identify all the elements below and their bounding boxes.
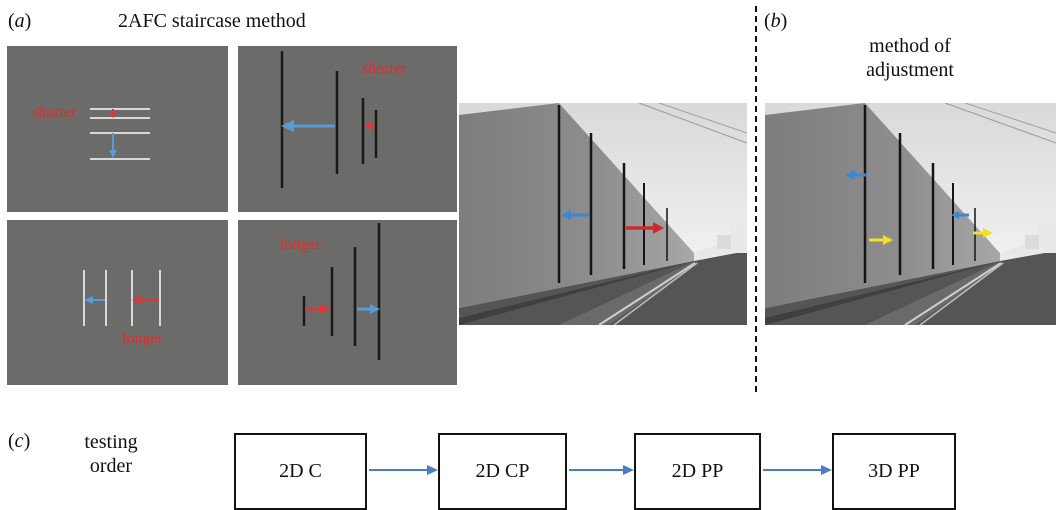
panel-letter: b bbox=[770, 10, 781, 32]
panel-b-label: (b) bbox=[764, 10, 787, 33]
stimulus-vertical-longer: longer bbox=[238, 220, 457, 385]
caption-line: order bbox=[89, 455, 133, 477]
paren-close: ) bbox=[23, 430, 31, 452]
stimulus-h-shapes: longer bbox=[7, 220, 228, 385]
caption-line: testing bbox=[84, 431, 138, 453]
panel-letter: a bbox=[14, 10, 25, 32]
stimulus-word: shorter bbox=[362, 60, 407, 77]
stimulus-word: shorter bbox=[32, 104, 77, 121]
stimulus-horizontal-lines: shorter bbox=[7, 46, 228, 212]
vertical-shorter-drawing bbox=[280, 51, 378, 188]
flow-arrow bbox=[763, 465, 832, 475]
flow-step-2d-pp: 2D PP bbox=[634, 433, 761, 510]
paren-close: ) bbox=[24, 10, 32, 32]
paren-close: ) bbox=[780, 10, 788, 32]
title-line: method of bbox=[869, 35, 951, 57]
wall-photo-staircase bbox=[459, 103, 747, 325]
paren-open: ( bbox=[764, 10, 771, 32]
wall-scene-drawing bbox=[459, 103, 747, 325]
title-line: adjustment bbox=[866, 59, 954, 81]
flow-step-3d-pp: 3D PP bbox=[832, 433, 956, 510]
stimulus-word: longer bbox=[280, 236, 321, 253]
panel-c-label: (c) bbox=[8, 430, 30, 453]
h-shapes-drawing bbox=[83, 270, 161, 326]
panel-a-label: (a) bbox=[8, 10, 31, 33]
stimulus-word: longer bbox=[122, 330, 163, 347]
testing-order-caption: testing order bbox=[66, 430, 156, 478]
paren-open: ( bbox=[8, 430, 15, 452]
flow-step-2d-c: 2D C bbox=[234, 433, 367, 510]
panel-divider bbox=[755, 6, 757, 392]
panel-a-title: 2AFC staircase method bbox=[118, 10, 306, 32]
horizontal-lines-drawing bbox=[90, 108, 150, 160]
wall-photo-adjustment bbox=[765, 103, 1056, 325]
flow-arrow bbox=[569, 465, 634, 475]
wall-scene-drawing bbox=[765, 103, 1056, 325]
panel-b-title: method of adjustment bbox=[840, 34, 980, 82]
flow-arrow bbox=[369, 465, 438, 475]
panel-letter: c bbox=[14, 430, 24, 452]
stimulus-vertical-shorter: shorter bbox=[238, 46, 457, 212]
paren-open: ( bbox=[8, 10, 15, 32]
vertical-longer-drawing bbox=[302, 223, 381, 360]
